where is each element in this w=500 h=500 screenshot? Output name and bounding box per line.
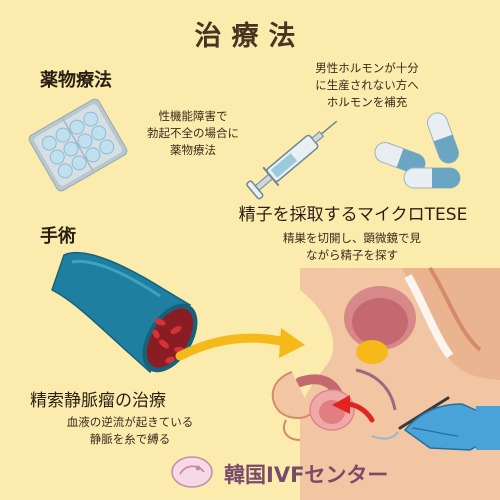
medication-note-line: 勃起不全の場合に <box>147 126 239 140</box>
hormone-note: 男性ホルモンが十分 に生産されない方へ ホルモンを補充 <box>292 60 442 111</box>
red-arrow-icon <box>332 395 375 423</box>
medication-note-line: 薬物療法 <box>170 143 216 157</box>
micro-tese-heading: 精子を採取するマイクロTESE <box>238 205 468 225</box>
syringe-icon <box>246 120 338 200</box>
medication-note: 性機能障害で 勃起不全の場合に 薬物療法 <box>118 108 268 159</box>
micro-tese-note: 精巣を切開し、顕微鏡で見 ながら精子を探す <box>262 230 442 264</box>
vein-cross-section-icon <box>51 251 198 374</box>
gloved-hand-scalpel-icon <box>371 396 500 451</box>
pill-blister-pack-icon <box>28 98 128 192</box>
varicocele-note-line: 静脈を糸で縛る <box>89 432 171 446</box>
varicocele-heading: 精索静脈瘤の治療 <box>30 391 166 411</box>
varicocele-note: 血液の逆流が起きている 静脈を糸で縛る <box>40 414 220 448</box>
brand-logo-icon <box>171 456 213 488</box>
capsule-icon-1 <box>374 142 426 174</box>
hormone-note-line: 男性ホルモンが十分 <box>315 61 419 75</box>
surgery-heading: 手術 <box>40 226 76 247</box>
micro-tese-note-line: 精巣を切開し、顕微鏡で見 <box>283 231 421 245</box>
hormone-note-line: に生産されない方へ <box>315 78 419 92</box>
capsule-icon-3 <box>403 167 461 189</box>
medication-heading: 薬物療法 <box>40 70 112 91</box>
varicocele-note-line: 血液の逆流が起きている <box>66 415 194 429</box>
page-title: 治療法 <box>194 21 306 52</box>
medication-note-line: 性機能障害で <box>158 109 228 123</box>
hormone-note-line: ホルモンを補充 <box>326 95 408 109</box>
yellow-arrow-icon <box>175 328 305 361</box>
brand-name: 韓国IVFセンター <box>224 463 389 487</box>
capsule-icon-2 <box>427 112 459 164</box>
micro-tese-note-line: ながら精子を探す <box>306 248 398 262</box>
